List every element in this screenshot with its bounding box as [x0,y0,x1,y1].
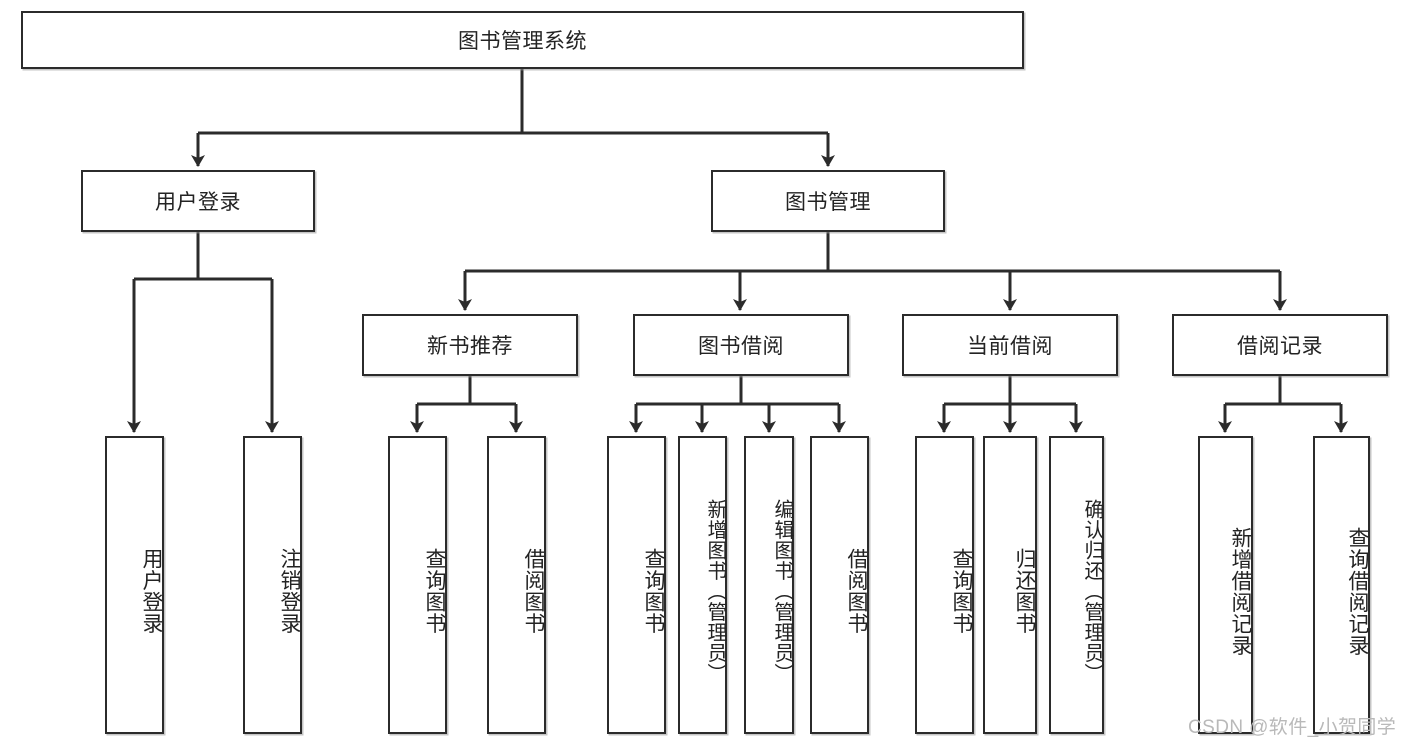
node-new-book-rec[interactable]: 新书推荐 [362,314,578,376]
node-leaf-add-record[interactable]: 新增借阅记录 [1198,436,1253,734]
node-leaf-query-book-3-label: 查询图书 [950,548,973,634]
csdn-watermark: CSDN @软件_小贺同学 [1188,717,1397,738]
node-current-borrow[interactable]: 当前借阅 [902,314,1118,376]
node-leaf-borrow-book-1-label: 借阅图书 [522,548,545,634]
node-root[interactable]: 图书管理系统 [21,11,1024,69]
node-book-manage-label: 图书管理 [785,191,871,214]
node-leaf-return-book[interactable]: 归还图书 [983,436,1037,734]
node-leaf-add-record-label: 新增借阅记录 [1229,526,1252,656]
node-borrow-record-label: 借阅记录 [1237,335,1323,358]
node-book-borrow-label: 图书借阅 [698,335,784,358]
node-leaf-user-login-label: 用户登录 [140,548,163,634]
node-leaf-edit-book[interactable]: 编辑图书（管理员） [744,436,794,734]
node-leaf-query-book-2-label: 查询图书 [642,548,665,634]
node-borrow-record[interactable]: 借阅记录 [1172,314,1388,376]
node-leaf-add-book[interactable]: 新增图书（管理员） [678,436,727,734]
node-leaf-borrow-book-2-label: 借阅图书 [845,548,868,634]
node-leaf-logout[interactable]: 注销登录 [243,436,302,734]
node-leaf-query-record[interactable]: 查询借阅记录 [1313,436,1370,734]
node-leaf-borrow-book-2[interactable]: 借阅图书 [810,436,869,734]
node-user-login[interactable]: 用户登录 [81,170,315,232]
node-leaf-user-login[interactable]: 用户登录 [105,436,164,734]
node-leaf-query-book-3[interactable]: 查询图书 [915,436,974,734]
node-book-borrow[interactable]: 图书借阅 [633,314,849,376]
node-leaf-return-book-label: 归还图书 [1013,548,1036,634]
node-leaf-query-record-label: 查询借阅记录 [1346,526,1369,656]
node-leaf-logout-label: 注销登录 [278,548,301,634]
node-leaf-query-book-1[interactable]: 查询图书 [388,436,447,734]
node-leaf-query-book-1-label: 查询图书 [423,548,446,634]
node-leaf-borrow-book-1[interactable]: 借阅图书 [487,436,546,734]
node-leaf-query-book-2[interactable]: 查询图书 [607,436,666,734]
node-book-manage[interactable]: 图书管理 [711,170,945,232]
node-current-borrow-label: 当前借阅 [967,335,1053,358]
node-root-label: 图书管理系统 [458,30,587,53]
node-leaf-confirm-return[interactable]: 确认归还（管理员） [1049,436,1104,734]
node-new-book-rec-label: 新书推荐 [427,335,513,358]
node-leaf-edit-book-label: 编辑图书（管理员） [771,498,793,684]
node-leaf-confirm-return-label: 确认归还（管理员） [1081,498,1103,684]
node-user-login-label: 用户登录 [155,191,241,214]
node-leaf-add-book-label: 新增图书（管理员） [704,498,726,684]
